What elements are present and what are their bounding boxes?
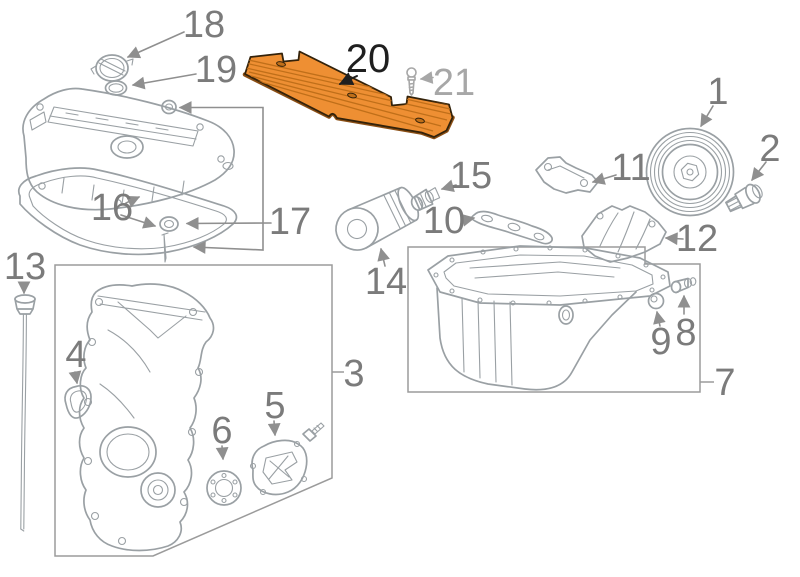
part-box-oil-pan <box>407 246 714 393</box>
part-label-14: 14 <box>365 261 407 303</box>
part-label-13: 13 <box>4 246 46 288</box>
cap-seal-drawing <box>104 80 128 96</box>
part-label-5: 5 <box>264 385 285 427</box>
part-label-21: 21 <box>433 62 475 104</box>
part-label-20: 20 <box>346 37 391 81</box>
dipstick-drawing <box>14 294 36 532</box>
small-gasket-drawing <box>64 385 92 419</box>
stud-drawing <box>161 232 169 263</box>
oil-filter-drawing <box>335 186 420 251</box>
leader-lines <box>17 31 767 461</box>
part-box-timing-cover <box>54 264 344 557</box>
part-label-2: 2 <box>759 128 780 170</box>
part-label-11: 11 <box>611 147 650 189</box>
part-label-12: 12 <box>676 218 718 260</box>
drain-bolt-drawing <box>670 277 697 294</box>
part-label-19: 19 <box>195 49 237 91</box>
gasket-strip-drawing <box>470 210 553 245</box>
part-label-10: 10 <box>423 200 465 242</box>
bracket-drawing <box>535 156 599 194</box>
part-label-18: 18 <box>183 4 225 46</box>
drain-washer-drawing <box>647 292 665 310</box>
part-label-3: 3 <box>343 353 364 395</box>
top-grommet-drawing <box>161 99 177 115</box>
cover-bolt-drawing <box>302 422 325 442</box>
part-label-8: 8 <box>675 312 696 354</box>
engine-cover-plate-drawing <box>242 50 455 140</box>
callout-labels: 1 2 3 4 5 6 7 8 9 10 11 12 13 14 15 16 1… <box>4 4 781 452</box>
part-label-15: 15 <box>450 155 492 197</box>
splash-shield-drawing <box>581 205 667 263</box>
part-label-6: 6 <box>211 410 232 452</box>
pulley-bolt-drawing <box>725 183 763 213</box>
part-label-17: 17 <box>269 201 311 243</box>
part-label-1: 1 <box>707 71 728 113</box>
lower-grommet-drawing <box>159 216 179 232</box>
plate-bolt-drawing <box>406 67 417 96</box>
filter-fitting-drawing <box>410 187 441 211</box>
seal-ring-drawing <box>206 470 242 506</box>
part-label-4: 4 <box>65 334 86 376</box>
part-label-16: 16 <box>91 187 133 229</box>
oil-pan-drawing <box>427 245 671 391</box>
part-label-7: 7 <box>714 362 735 404</box>
part-label-9: 9 <box>650 321 671 363</box>
side-cover-plate-drawing <box>249 439 308 496</box>
oil-filler-cap-drawing <box>90 54 134 82</box>
timing-cover-drawing <box>78 283 215 552</box>
crankshaft-pulley-drawing <box>645 127 735 217</box>
valve-cover-gasket-drawing <box>17 167 238 256</box>
